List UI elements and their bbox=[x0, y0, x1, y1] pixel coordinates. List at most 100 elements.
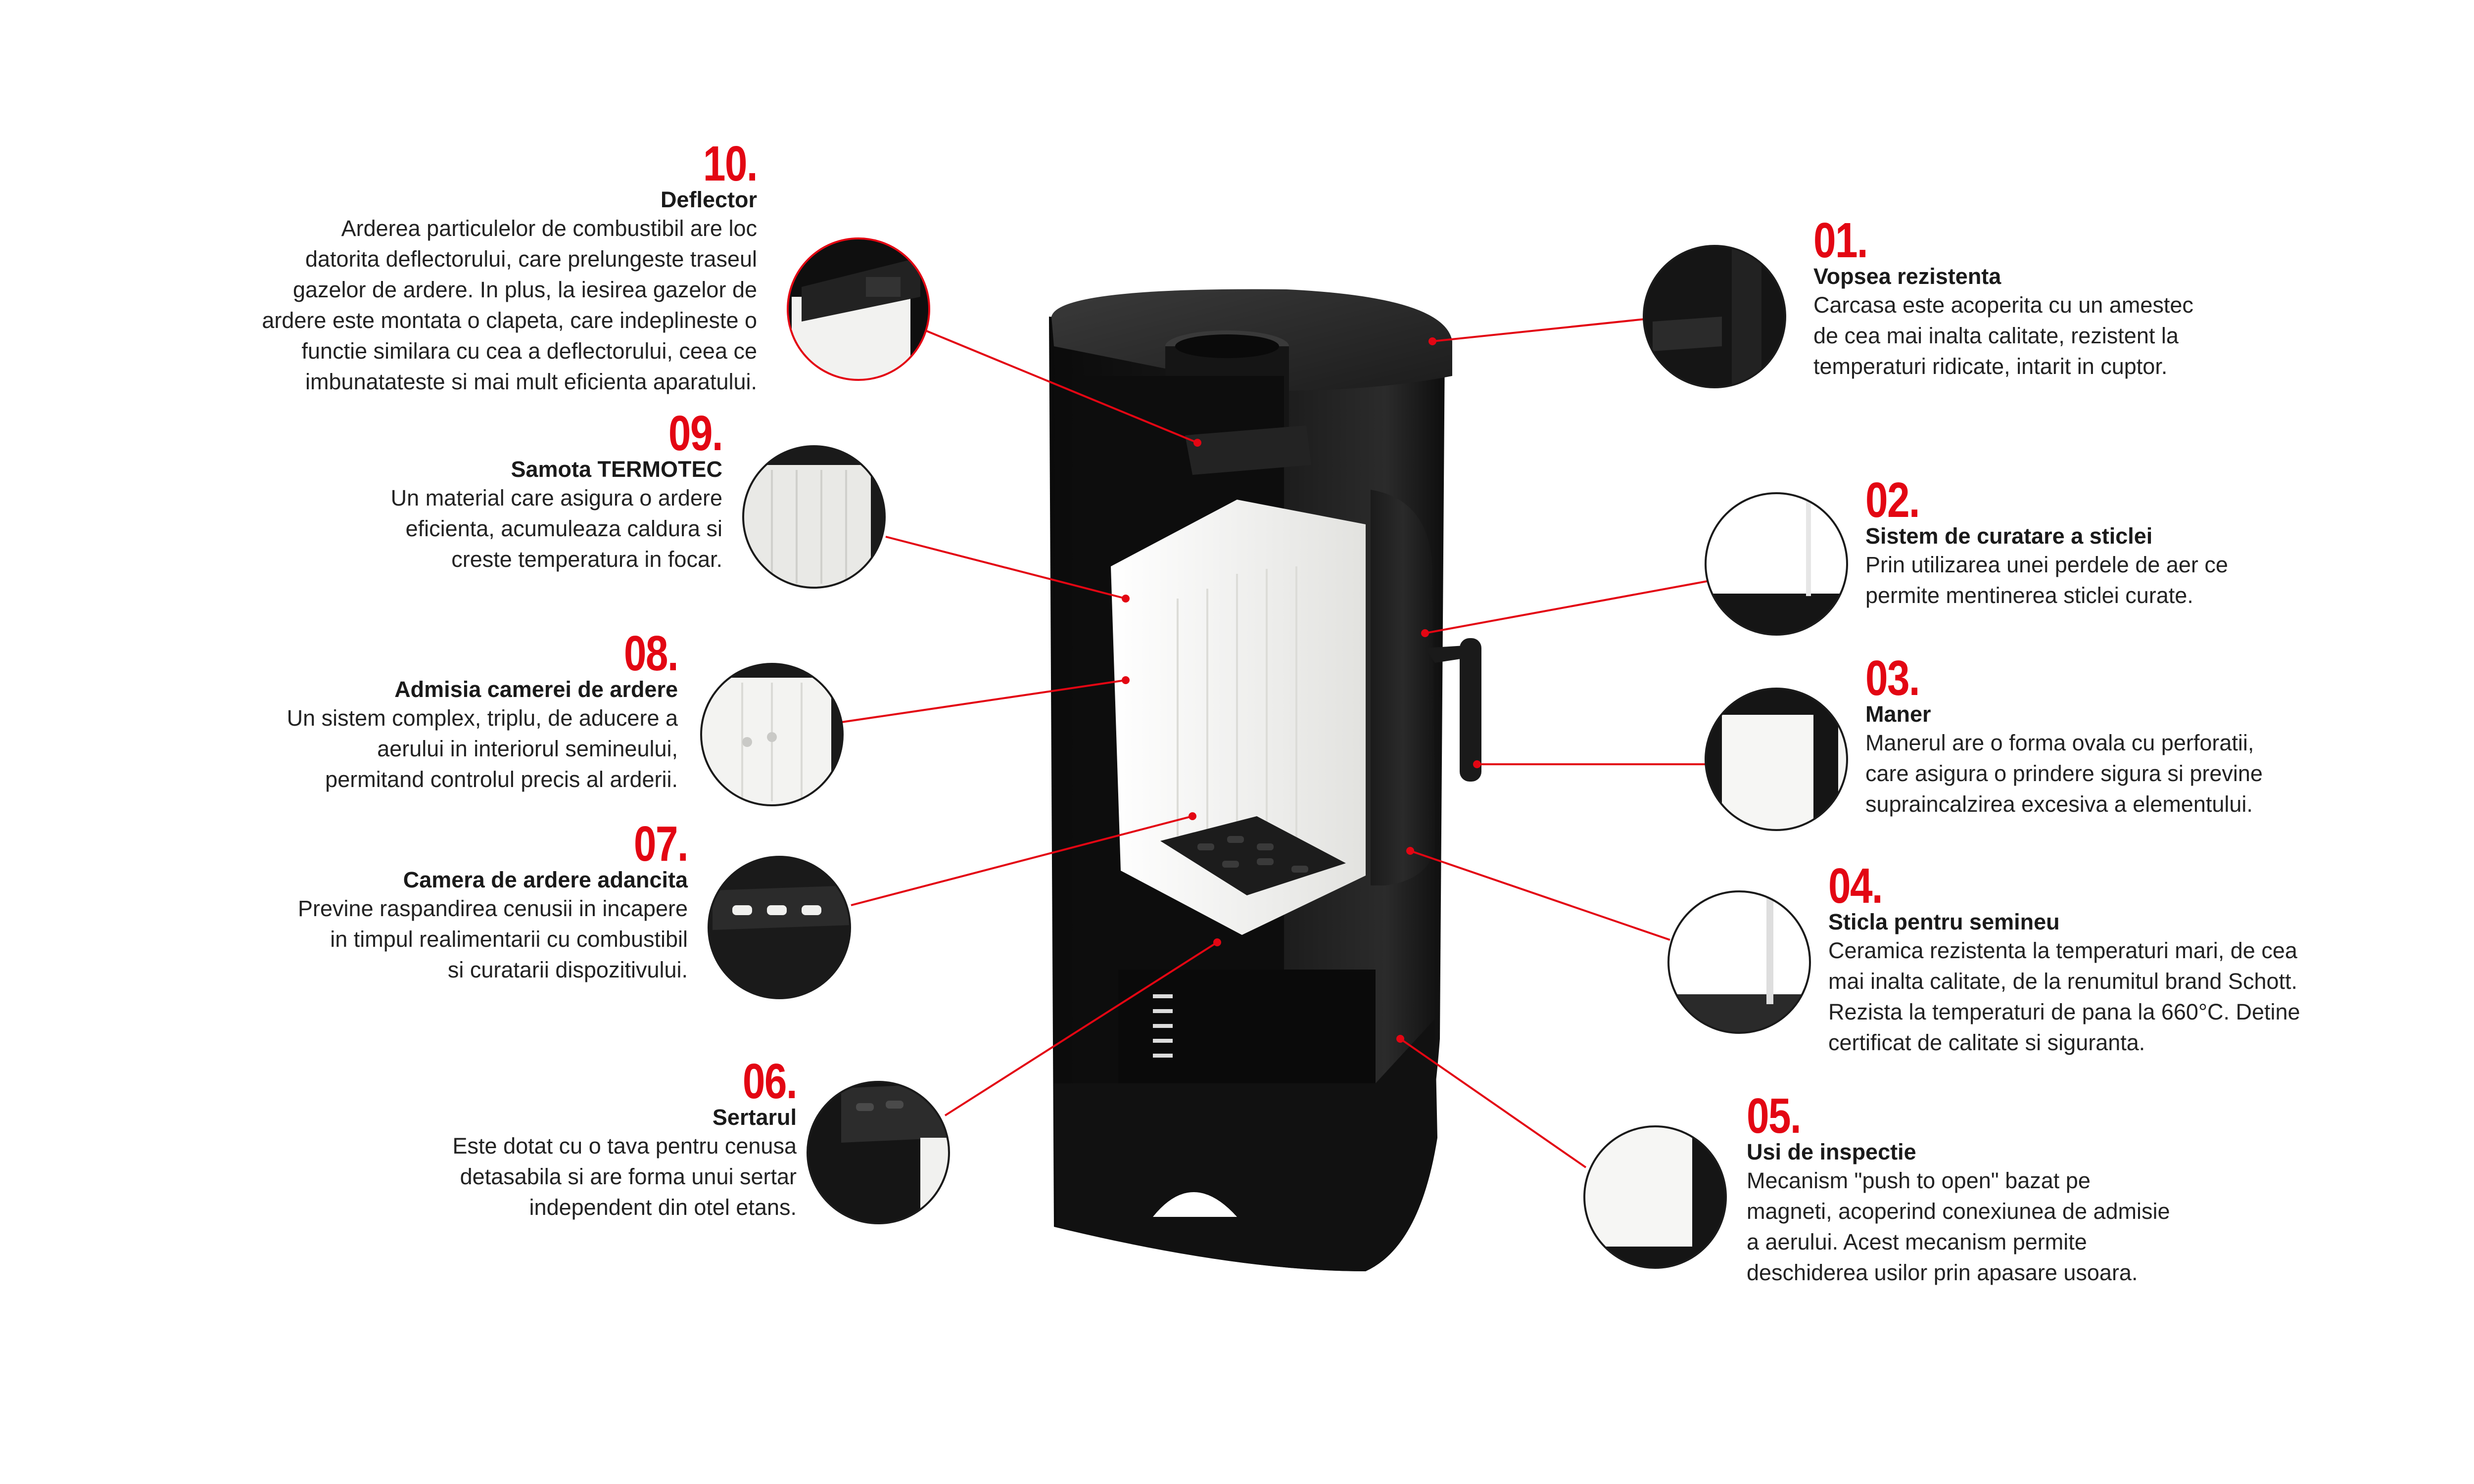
feature-03-handle: 03. Maner Manerul are o forma ovala cu p… bbox=[1865, 650, 2459, 820]
paint-detail-icon bbox=[1643, 245, 1786, 388]
feature-05-inspection-doors: 05. Usi de inspectie Mecanism "push to o… bbox=[1747, 1088, 2365, 1288]
grate-detail-icon bbox=[708, 856, 851, 999]
grate-slots bbox=[1197, 836, 1308, 873]
feature-title: Camera de ardere adancita bbox=[403, 867, 688, 892]
feature-desc-line: supraincalzirea excesiva a elementului. bbox=[1865, 791, 2253, 817]
feature-desc-line: Un material care asigura o ardere bbox=[390, 485, 722, 510]
feature-desc-line: permitand controlul precis al arderii. bbox=[325, 767, 678, 792]
feature-desc-line: creste temperatura in focar. bbox=[451, 547, 722, 572]
feature-desc-line: gazelor de ardere. In plus, la iesirea g… bbox=[292, 277, 757, 302]
leader-line-02 bbox=[1425, 580, 1708, 634]
feature-number: 02. bbox=[1865, 472, 1920, 528]
feature-desc-line: care asigura o prindere sigura si previn… bbox=[1865, 761, 2263, 786]
feature-desc-line: imbunatateste si mai mult eficienta apar… bbox=[305, 369, 757, 394]
stove-body bbox=[1049, 289, 1481, 1271]
feature-title: Maner bbox=[1865, 701, 1931, 727]
feature-number: 10. bbox=[703, 136, 758, 191]
leader-line-07 bbox=[851, 815, 1193, 906]
feature-desc-line: permite mentinerea sticlei curate. bbox=[1865, 583, 2193, 608]
flue-opening bbox=[1175, 334, 1279, 358]
feature-desc-line: detasabila si are forma unui sertar bbox=[460, 1164, 797, 1189]
feature-desc-line: aerului in interiorul semineului, bbox=[377, 736, 678, 761]
leader-lines bbox=[841, 318, 1708, 1168]
ash-drawer-vents bbox=[1153, 994, 1173, 1058]
feature-title: Admisia camerei de ardere bbox=[394, 677, 678, 702]
feature-desc-line: in timpul realimentarii cu combustibil bbox=[330, 927, 688, 952]
deflector-detail-icon bbox=[787, 237, 930, 381]
chamotte-detail-icon bbox=[742, 445, 886, 589]
feature-desc-line: Carcasa este acoperita cu un amestec bbox=[1813, 292, 2193, 318]
ash-drawer-detail-icon bbox=[807, 1081, 950, 1224]
feature-number: 05. bbox=[1747, 1088, 1802, 1144]
air-intake-detail-icon bbox=[700, 663, 844, 806]
handle-bracket bbox=[1425, 646, 1467, 663]
feature-desc-line: mai inalta calitate, de la renumitul bra… bbox=[1828, 969, 2298, 994]
glass-cleaning-detail-icon bbox=[1705, 492, 1848, 636]
feature-desc-line: Previne raspandirea cenusii in incapere bbox=[298, 896, 688, 921]
feature-desc-line: Manerul are o forma ovala cu perforatii, bbox=[1865, 730, 2254, 755]
chamotte-liner bbox=[1111, 500, 1366, 935]
leader-line-01 bbox=[1432, 318, 1646, 342]
feature-desc-line: certificat de calitate si siguranta. bbox=[1828, 1030, 2145, 1055]
feature-title: Vopsea rezistenta bbox=[1813, 264, 2001, 289]
handle-detail-icon bbox=[1705, 688, 1848, 831]
feature-desc-line: temperaturi ridicate, intarit in cuptor. bbox=[1813, 354, 2168, 379]
feature-title: Deflector bbox=[660, 187, 757, 212]
feature-desc-line: deschiderea usilor prin apasare usoara. bbox=[1747, 1260, 2138, 1285]
feature-number: 04. bbox=[1828, 858, 1883, 914]
glass-door bbox=[1371, 490, 1435, 885]
feature-title: Sticla pentru semineu bbox=[1828, 909, 2060, 934]
feature-desc-line: a aerului. Acest mecanism permite bbox=[1747, 1229, 2087, 1254]
glass-detail-icon bbox=[1667, 890, 1811, 1034]
leader-line-10 bbox=[925, 329, 1198, 444]
feature-title: Usi de inspectie bbox=[1747, 1139, 1916, 1164]
feature-number: 06. bbox=[742, 1054, 798, 1109]
feature-number: 07. bbox=[633, 816, 689, 872]
chamotte-grooves bbox=[1177, 566, 1297, 863]
feature-number: 09. bbox=[668, 406, 723, 461]
leader-dots bbox=[1122, 337, 1481, 1043]
feature-desc-line: Rezista la temperaturi de pana la 660°C.… bbox=[1828, 999, 2300, 1024]
feature-title: Sertarul bbox=[712, 1105, 797, 1130]
feature-01-paint: 01. Vopsea rezistenta Carcasa este acope… bbox=[1813, 213, 2432, 382]
handle-bar bbox=[1460, 638, 1481, 782]
feature-number: 03. bbox=[1865, 650, 1920, 706]
leader-line-06 bbox=[944, 941, 1218, 1116]
feature-09-samota: 09. Samota TERMOTEC Un material care asi… bbox=[30, 406, 723, 575]
feature-desc-line: magneti, acoperind conexiunea de admisie bbox=[1747, 1199, 2170, 1224]
feature-desc-line: Arderea particulelor de combustibil are … bbox=[341, 216, 757, 241]
feature-06-ash-drawer: 06. Sertarul Este dotat cu o tava pentru… bbox=[104, 1054, 798, 1223]
feature-desc-line: functie similara cu cea a deflectorului,… bbox=[301, 338, 757, 364]
feature-desc-line: Ceramica rezistenta la temperaturi mari,… bbox=[1828, 938, 2297, 963]
deflector-plate bbox=[1185, 425, 1311, 475]
feature-04-glass: 04. Sticla pentru semineu Ceramica rezis… bbox=[1828, 858, 2467, 1058]
base-cutout bbox=[1153, 1192, 1237, 1217]
feature-10-deflector: 10. Deflector Arderea particulelor de co… bbox=[0, 136, 758, 397]
feature-desc-line: Este dotat cu o tava pentru cenusa bbox=[452, 1133, 797, 1159]
inspection-door-detail-icon bbox=[1583, 1125, 1727, 1269]
feature-02-glass-cleaning: 02. Sistem de curatare a sticlei Prin ut… bbox=[1865, 472, 2459, 611]
feature-desc-line: si curatarii dispozitivului. bbox=[447, 957, 688, 982]
leader-line-08 bbox=[841, 679, 1126, 723]
feature-08-air-intake: 08. Admisia camerei de ardere Un sistem … bbox=[0, 626, 679, 795]
leader-line-09 bbox=[885, 536, 1126, 600]
feature-07-combustion-chamber: 07. Camera de ardere adancita Previne ra… bbox=[0, 816, 689, 985]
feature-desc-line: Prin utilizarea unei perdele de aer ce bbox=[1865, 552, 2228, 577]
feature-desc-line: ardere este montata o clapeta, care inde… bbox=[262, 308, 757, 333]
feature-number: 01. bbox=[1813, 213, 1868, 268]
grate bbox=[1160, 816, 1346, 895]
leader-line-05 bbox=[1399, 1038, 1587, 1168]
feature-number: 08. bbox=[623, 626, 679, 681]
lower-cabinet bbox=[1054, 1019, 1437, 1271]
feature-desc-line: Un sistem complex, triplu, de aducere a bbox=[286, 705, 678, 731]
leader-line-04 bbox=[1410, 850, 1670, 941]
feature-desc-line: eficienta, acumuleaza caldura si bbox=[405, 516, 722, 541]
feature-desc-line: independent din otel etans. bbox=[529, 1195, 797, 1220]
feature-desc-line: de cea mai inalta calitate, rezistent la bbox=[1813, 323, 2179, 348]
feature-desc-line: datorita deflectorului, care prelungeste… bbox=[305, 246, 757, 272]
feature-title: Samota TERMOTEC bbox=[511, 457, 722, 482]
feature-title: Sistem de curatare a sticlei bbox=[1865, 523, 2153, 549]
feature-desc-line: Mecanism "push to open" bazat pe bbox=[1747, 1168, 2091, 1193]
